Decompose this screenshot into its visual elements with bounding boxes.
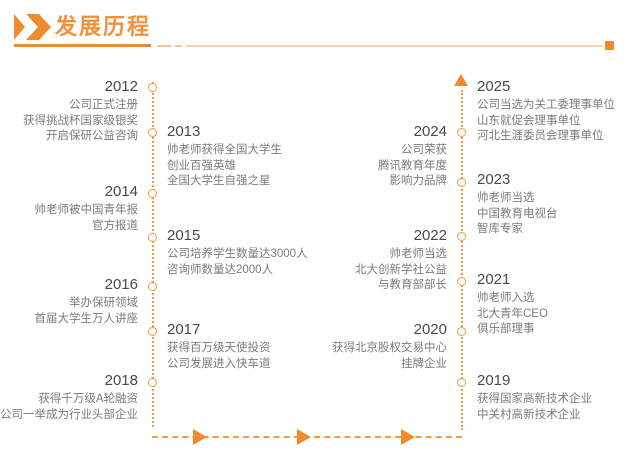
- timeline-entry-2015: 2015 公司培养学生数量达3000人 咨询师数量达2000人: [167, 227, 332, 278]
- timeline-entry-2024: 2024 公司荣获 腾讯教育年度 影响力品牌: [300, 123, 447, 190]
- entry-line: 影响力品牌: [389, 175, 448, 187]
- timeline-entry-2013: 2013 帅老师获得全国大学生 创业百强英雄 全国大学生自强之星: [167, 123, 327, 190]
- entry-line: 帅老师入选: [477, 292, 535, 304]
- timeline-dot: [457, 327, 466, 336]
- entry-year: 2013: [167, 123, 201, 140]
- entry-line: 创业百强英雄: [167, 159, 236, 172]
- entry-line: 北大青年CEO: [477, 307, 548, 320]
- entry-line: 与教育部部长: [378, 279, 447, 291]
- entry-year: 2015: [167, 227, 201, 244]
- timeline-entry-2018: 2018 获得千万级A轮融资 公司一举成为行业头部企业: [0, 372, 138, 423]
- entry-line: 中国教育电视台: [477, 207, 558, 220]
- timeline-entry-2016: 2016 举办保研领域 首届大学生万人讲座: [0, 276, 139, 327]
- timeline-dot: [457, 232, 466, 241]
- entry-line: 公司荣获: [401, 144, 447, 156]
- entry-line: 北大创新学社公益: [355, 263, 447, 276]
- entry-year: 2017: [167, 321, 201, 338]
- entry-line: 开启保研公益咨询: [46, 130, 138, 142]
- entry-line: 获得百万级天使投资: [167, 342, 271, 354]
- entry-line: 咨询师数量达2000人: [167, 263, 274, 276]
- timeline-axis-1: [152, 82, 154, 427]
- entry-line: 帅老师获得全国大学生: [167, 144, 282, 156]
- entry-year: 2022: [413, 227, 447, 244]
- timeline-entry-2025: 2025 公司当选为关工委理事单位 山东就促会理事单位 河北生涯委员会理事单位: [477, 78, 630, 145]
- entry-line: 腾讯教育年度: [378, 159, 447, 172]
- entry-line: 挂牌企业: [401, 357, 447, 370]
- entry-line: 中关村高新技术企业: [477, 408, 581, 421]
- timeline-entry-2020: 2020 获得北京股权交易中心 挂牌企业: [300, 321, 447, 372]
- header-rule-dash-2: [175, 45, 182, 47]
- page-title: 发展历程: [55, 14, 152, 39]
- entry-line: 帅老师被中国青年报: [34, 204, 139, 216]
- entry-year: 2019: [477, 372, 511, 389]
- timeline-entry-2022: 2022 帅老师当选 北大创新学社公益 与教育部部长: [300, 227, 447, 294]
- timeline-dot: [457, 277, 466, 286]
- entry-year: 2023: [477, 171, 511, 188]
- entry-line: 获得千万级A轮融资: [38, 393, 138, 405]
- timeline-dot: [457, 178, 466, 187]
- entry-line: 公司发展进入快车道: [167, 357, 271, 370]
- timeline-dot: [457, 128, 466, 137]
- chevron-right-large-icon: [26, 14, 52, 40]
- entry-year: 2012: [104, 78, 138, 95]
- entry-line: 官方报道: [92, 219, 138, 232]
- header-end-square: [605, 41, 614, 50]
- timeline-entry-2021: 2021 帅老师入选 北大青年CEO 俱乐部理事: [477, 271, 630, 338]
- entry-line: 获得北京股权交易中心: [332, 342, 447, 354]
- entry-line: 获得国家高新技术企业: [477, 393, 592, 405]
- timeline-arrow-right-icon-1: [193, 429, 207, 445]
- entry-year: 2021: [477, 271, 511, 288]
- entry-year: 2018: [104, 372, 138, 389]
- entry-line: 首届大学生万人讲座: [34, 312, 139, 325]
- entry-line: 智库专家: [477, 223, 523, 235]
- timeline-entry-2012: 2012 公司正式注册 获得挑战杯国家级银奖 开启保研公益咨询: [0, 78, 138, 145]
- entry-line: 俱乐部理事: [477, 323, 535, 335]
- timeline-dot: [148, 189, 157, 198]
- timeline-dot: [148, 327, 157, 336]
- timeline-entry-2023: 2023 帅老师当选 中国教育电视台 智库专家: [477, 171, 630, 238]
- timeline-entry-2014: 2014 帅老师被中国青年报 官方报道: [0, 183, 139, 234]
- timeline-arrow-up-icon: [454, 74, 468, 86]
- entry-line: 获得挑战杯国家级银奖: [23, 114, 138, 127]
- timeline-arrow-right-icon-3: [401, 429, 415, 445]
- entry-line: 公司正式注册: [69, 99, 138, 111]
- entry-line: 公司培养学生数量达3000人: [167, 248, 308, 260]
- entry-line: 山东就促会理事单位: [477, 114, 581, 127]
- page-header: 发展历程: [0, 0, 630, 58]
- timeline-dot: [148, 83, 157, 92]
- chevron-right-small-icon: [14, 14, 26, 40]
- timeline-entry-2019: 2019 获得国家高新技术企业 中关村高新技术企业: [477, 372, 630, 423]
- timeline-entry-2017: 2017 获得百万级天使投资 公司发展进入快车道: [167, 321, 327, 372]
- timeline-dot: [148, 378, 157, 387]
- timeline-dot: [148, 128, 157, 137]
- entry-line: 河北生涯委员会理事单位: [477, 130, 604, 142]
- entry-line: 公司一举成为行业头部企业: [0, 408, 138, 421]
- entry-year: 2024: [413, 123, 447, 140]
- timeline-axis-2: [461, 90, 463, 430]
- entry-year: 2025: [477, 78, 511, 95]
- entry-line: 帅老师当选: [389, 248, 448, 260]
- entry-line: 举办保研领域: [69, 297, 138, 309]
- entry-line: 帅老师当选: [477, 192, 535, 204]
- entry-year: 2014: [104, 183, 138, 200]
- timeline-arrow-right-icon-2: [297, 429, 311, 445]
- entry-year: 2016: [104, 276, 138, 293]
- entry-year: 2020: [413, 321, 447, 338]
- header-rule-solid: [14, 44, 151, 47]
- entry-line: 全国大学生自强之星: [167, 175, 271, 187]
- timeline-dot: [457, 378, 466, 387]
- header-rule-light: [186, 45, 603, 47]
- entry-line: 公司当选为关工委理事单位: [477, 99, 615, 111]
- timeline-dot: [148, 233, 157, 242]
- timeline-dot: [148, 282, 157, 291]
- header-rule-dash-1: [157, 45, 171, 47]
